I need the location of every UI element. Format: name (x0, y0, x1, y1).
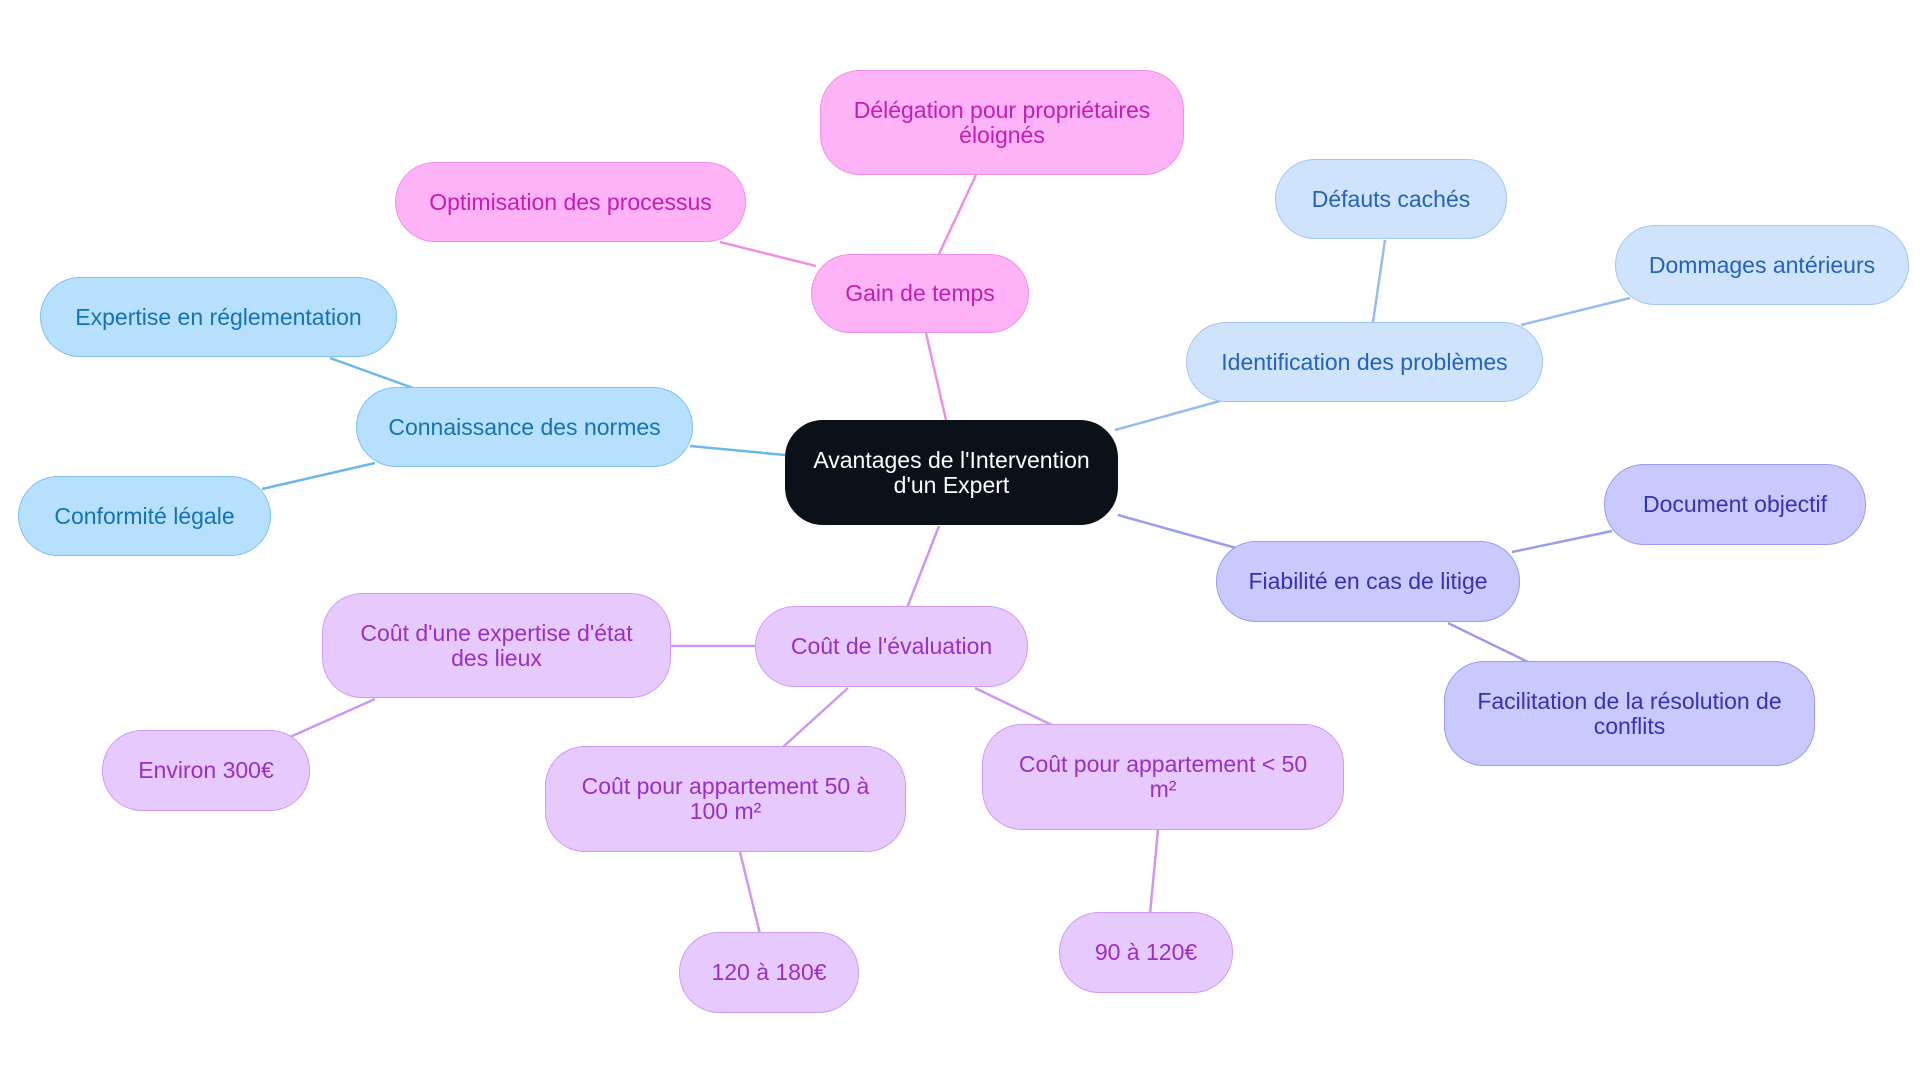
edge-root-normes (689, 444, 786, 457)
edge-root-cout (905, 525, 941, 609)
edge-fiabilite-document (1511, 529, 1613, 554)
branch-connaissance-normes: Connaissance des normes (356, 387, 693, 467)
edge-cout-5010 (782, 687, 849, 748)
leaf-cout-appartement-50-100: Coût pour appartement 50 à 100 m² (545, 746, 906, 852)
edge-gain-optimisation (719, 240, 817, 268)
edge-cout-50 (974, 686, 1057, 729)
edge-identification-defauts (1371, 239, 1387, 323)
leaf-environ-300: Environ 300€ (102, 730, 310, 811)
leaf-cout-appartement-moins-50: Coût pour appartement < 50 m² (982, 724, 1344, 830)
leaf-document-objectif: Document objectif (1604, 464, 1866, 545)
edge-identification-dommages (1520, 296, 1631, 327)
edge-gain-delegation (937, 174, 978, 255)
branch-cout-evaluation: Coût de l'évaluation (755, 606, 1028, 687)
leaf-expertise-reglementation: Expertise en réglementation (40, 277, 397, 357)
leaf-delegation: Délégation pour propriétaires éloignés (820, 70, 1184, 175)
edge-expertise-300 (289, 697, 376, 739)
edge-50-90 (1148, 829, 1160, 915)
leaf-dommages-anterieurs: Dommages antérieurs (1615, 225, 1909, 305)
edge-fiabilite-facilitation (1447, 621, 1529, 664)
edge-normes-expertise (329, 356, 414, 390)
root-node: Avantages de l'Intervention d'un Expert (785, 420, 1118, 525)
branch-fiabilite-litige: Fiabilité en cas de litige (1216, 541, 1520, 622)
branch-identification-problemes: Identification des problèmes (1186, 322, 1543, 402)
edge-root-fiabilite (1117, 513, 1237, 550)
leaf-90-120: 90 à 120€ (1059, 912, 1233, 993)
leaf-conformite-legale: Conformité légale (18, 476, 271, 556)
leaf-defauts-caches: Défauts cachés (1275, 159, 1507, 239)
leaf-optimisation: Optimisation des processus (395, 162, 746, 242)
edge-normes-conformite (261, 461, 376, 491)
leaf-120-180: 120 à 180€ (679, 932, 859, 1013)
edge-5010-120 (738, 851, 762, 935)
branch-gain-de-temps: Gain de temps (811, 254, 1029, 333)
edge-root-identification (1114, 399, 1221, 432)
leaf-facilitation-conflits: Facilitation de la résolution de conflit… (1444, 661, 1815, 766)
edge-root-gain (924, 332, 948, 421)
leaf-cout-expertise-etat-lieux: Coût d'une expertise d'état des lieux (322, 593, 671, 698)
